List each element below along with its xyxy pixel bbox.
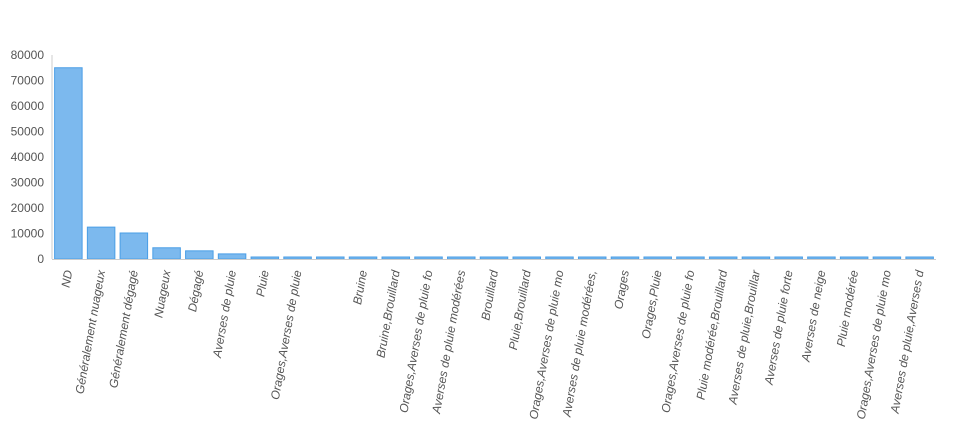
- x-tick-label: Averses de pluie,Averses d: [887, 269, 926, 416]
- bar[interactable]: [316, 256, 345, 260]
- bar[interactable]: [348, 256, 378, 260]
- x-tick-label: Bruine,Brouillard: [374, 269, 403, 359]
- bar[interactable]: [447, 256, 476, 260]
- y-tick-label: 50000: [11, 125, 45, 139]
- bar[interactable]: [577, 256, 607, 260]
- x-tick-label: ND: [59, 269, 76, 289]
- x-tick-label: Orages,Averses de pluie mo: [854, 269, 894, 421]
- x-tick-label: Pluie modérée,Brouillard: [694, 269, 731, 401]
- x-tick-label: Pluie,Brouillard: [506, 269, 534, 351]
- x-tick-label: Averses de pluie: [210, 269, 239, 360]
- y-axis: 0 10000 20000 30000 40000 50000 60000 70000 8000…: [11, 48, 53, 266]
- x-tick-label: Averses de neige: [798, 269, 828, 364]
- y-tick-label: 20000: [11, 201, 45, 215]
- x-tick-label: Dégagé: [185, 269, 206, 313]
- y-tick-label: 40000: [11, 150, 45, 164]
- bar[interactable]: [643, 256, 672, 260]
- y-tick-label: 10000: [11, 227, 45, 241]
- bars: [54, 67, 934, 260]
- x-tick-label: Pluie modérée: [834, 269, 861, 348]
- y-tick-label: 70000: [11, 74, 45, 88]
- bar[interactable]: [807, 256, 836, 260]
- bar[interactable]: [610, 256, 640, 260]
- bar[interactable]: [283, 256, 312, 260]
- x-tick-label: Averses de pluie modérées,: [559, 269, 599, 419]
- bar[interactable]: [479, 256, 509, 260]
- x-tick-label: Averses de pluie,Brouillar: [725, 268, 763, 406]
- x-tick-label: Averses de pluie modérées: [429, 269, 468, 415]
- x-tick-label: Orages,Averses de pluie fo: [659, 269, 698, 414]
- bar[interactable]: [185, 250, 214, 260]
- bar[interactable]: [414, 256, 443, 260]
- bar[interactable]: [839, 256, 869, 260]
- bar[interactable]: [250, 256, 280, 260]
- bar[interactable]: [774, 256, 803, 260]
- x-tick-label: Averses de pluie forte: [762, 269, 796, 387]
- bar[interactable]: [708, 256, 738, 260]
- bar[interactable]: [86, 226, 116, 260]
- bar[interactable]: [512, 256, 541, 260]
- x-tick-label: Généralement nuageux: [72, 268, 108, 395]
- x-tick-label: Généralement dégagé: [106, 269, 141, 389]
- y-tick-label: 30000: [11, 176, 45, 190]
- bar[interactable]: [905, 256, 934, 260]
- x-tick-label: Bruine: [350, 269, 370, 306]
- x-tick-label: Orages,Averses de pluie fo: [397, 269, 436, 414]
- x-tick-label: Orages,Pluie: [639, 269, 665, 340]
- bar[interactable]: [152, 247, 181, 260]
- bar[interactable]: [381, 256, 411, 260]
- bar[interactable]: [545, 256, 574, 260]
- bar[interactable]: [741, 256, 771, 260]
- bar[interactable]: [872, 256, 902, 260]
- x-tick-label: Nuageux: [151, 268, 173, 319]
- x-tick-label: Orages: [611, 269, 632, 310]
- x-tick-label: Brouillard: [478, 269, 501, 322]
- bar[interactable]: [676, 256, 705, 260]
- x-tick-label: Orages,Averses de pluie: [268, 269, 305, 401]
- bar[interactable]: [119, 232, 149, 260]
- y-tick-label: 80000: [11, 48, 45, 62]
- x-tick-label: Orages,Averses de pluie mo: [526, 269, 566, 421]
- y-tick-label: 60000: [11, 99, 45, 113]
- bar[interactable]: [54, 67, 83, 260]
- y-tick-label: 0: [37, 252, 44, 266]
- x-tick-label: Pluie: [253, 269, 271, 298]
- bar[interactable]: [217, 253, 247, 260]
